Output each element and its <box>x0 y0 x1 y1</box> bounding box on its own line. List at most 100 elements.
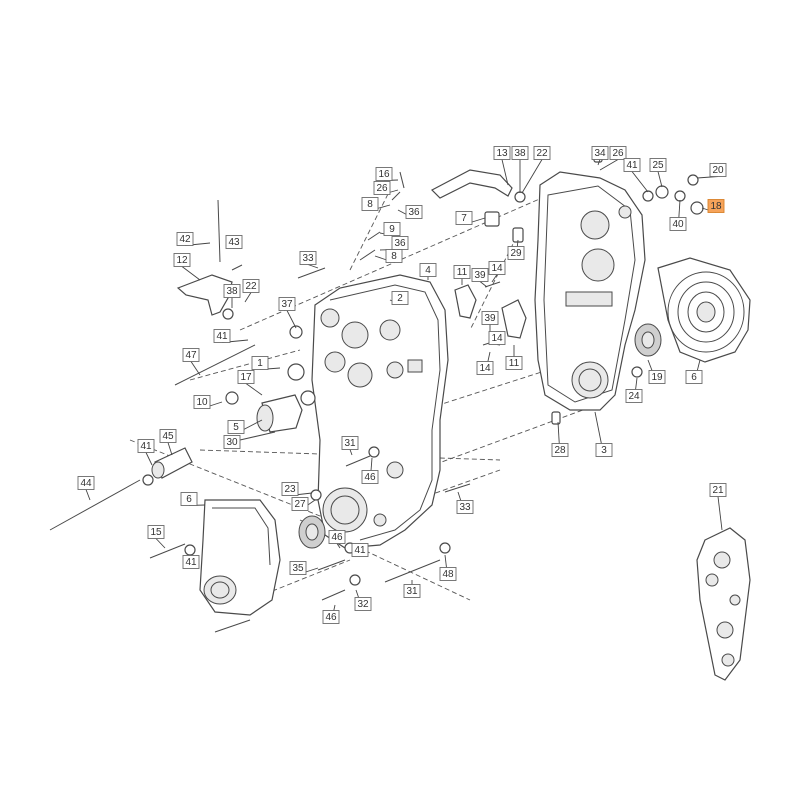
callout-17[interactable]: 17 <box>237 370 255 384</box>
callout-2[interactable]: 2 <box>391 291 409 305</box>
callout-22[interactable]: 22 <box>242 279 260 293</box>
callout-box <box>213 329 231 343</box>
callout-19[interactable]: 19 <box>648 370 666 384</box>
callout-14[interactable]: 14 <box>488 331 506 345</box>
callout-box <box>648 370 666 384</box>
callout-38[interactable]: 38 <box>511 146 529 160</box>
callout-41[interactable]: 41 <box>182 555 200 569</box>
callout-box <box>341 436 359 450</box>
callout-11[interactable]: 11 <box>505 356 523 370</box>
callout-number: 45 <box>162 431 174 442</box>
callout-33[interactable]: 33 <box>456 500 474 514</box>
callout-8[interactable]: 8 <box>385 249 403 263</box>
callout-20[interactable]: 20 <box>709 163 727 177</box>
callout-box <box>223 284 241 298</box>
callout-4[interactable]: 4 <box>419 263 437 277</box>
callout-leader-46 <box>336 543 341 549</box>
callout-13[interactable]: 13 <box>493 146 511 160</box>
callout-box <box>591 146 609 160</box>
callout-39[interactable]: 39 <box>481 311 499 325</box>
callout-leader-41 <box>631 171 649 193</box>
callout-number: 15 <box>150 527 162 538</box>
callout-23[interactable]: 23 <box>281 482 299 496</box>
callout-12[interactable]: 12 <box>173 253 191 267</box>
callout-box <box>373 181 391 195</box>
callout-43[interactable]: 43 <box>225 235 243 249</box>
callout-32[interactable]: 32 <box>354 597 372 611</box>
callout-31[interactable]: 31 <box>341 436 359 450</box>
callout-41[interactable]: 41 <box>137 439 155 453</box>
callout-21[interactable]: 21 <box>709 483 727 497</box>
callout-14[interactable]: 14 <box>476 361 494 375</box>
callout-number: 35 <box>292 563 304 574</box>
callout-33[interactable]: 33 <box>299 251 317 265</box>
callout-36[interactable]: 36 <box>391 236 409 250</box>
callout-box <box>385 249 403 263</box>
callout-39[interactable]: 39 <box>471 268 489 282</box>
callout-41[interactable]: 41 <box>623 158 641 172</box>
callout-5[interactable]: 5 <box>227 420 245 434</box>
callout-28[interactable]: 28 <box>551 443 569 457</box>
callout-leader-41 <box>145 452 153 466</box>
callout-26[interactable]: 26 <box>609 146 627 160</box>
callout-14[interactable]: 14 <box>488 261 506 275</box>
callout-11[interactable]: 11 <box>453 265 471 279</box>
callout-number: 21 <box>712 485 724 496</box>
callout-number: 39 <box>484 313 496 324</box>
callout-number: 38 <box>514 148 526 159</box>
callout-box <box>299 251 317 265</box>
callout-31[interactable]: 31 <box>403 584 421 598</box>
callout-number: 31 <box>344 438 356 449</box>
callout-25[interactable]: 25 <box>649 158 667 172</box>
callout-leader-12 <box>181 266 201 281</box>
callout-40[interactable]: 40 <box>669 217 687 231</box>
callout-16[interactable]: 16 <box>375 167 393 181</box>
callout-15[interactable]: 15 <box>147 525 165 539</box>
callout-box <box>511 146 529 160</box>
callout-35[interactable]: 35 <box>289 561 307 575</box>
callout-46[interactable]: 46 <box>328 530 346 544</box>
callout-47[interactable]: 47 <box>182 348 200 362</box>
callout-38[interactable]: 38 <box>223 284 241 298</box>
callout-44[interactable]: 44 <box>77 476 95 490</box>
callout-box <box>488 331 506 345</box>
callout-26[interactable]: 26 <box>373 181 391 195</box>
callout-box <box>137 439 155 453</box>
callout-46[interactable]: 46 <box>322 610 340 624</box>
callout-6[interactable]: 6 <box>685 370 703 384</box>
callout-6[interactable]: 6 <box>180 492 198 506</box>
callout-18[interactable]: 18 <box>707 199 725 213</box>
callout-29[interactable]: 29 <box>507 246 525 260</box>
callout-3[interactable]: 3 <box>595 443 613 457</box>
callout-46[interactable]: 46 <box>361 470 379 484</box>
callout-box <box>481 311 499 325</box>
callout-41[interactable]: 41 <box>351 543 369 557</box>
callout-22[interactable]: 22 <box>533 146 551 160</box>
callout-leader-37 <box>286 310 297 329</box>
callout-10[interactable]: 10 <box>193 395 211 409</box>
callout-34[interactable]: 34 <box>591 146 609 160</box>
callout-number: 40 <box>672 219 684 230</box>
callout-48[interactable]: 48 <box>439 567 457 581</box>
callout-number: 43 <box>228 237 240 248</box>
callout-36[interactable]: 36 <box>405 205 423 219</box>
callout-number: 9 <box>389 224 395 235</box>
callout-number: 4 <box>425 265 431 276</box>
callout-number: 24 <box>628 391 640 402</box>
callout-1[interactable]: 1 <box>251 356 269 370</box>
callout-24[interactable]: 24 <box>625 389 643 403</box>
callout-8[interactable]: 8 <box>361 197 379 211</box>
callout-box <box>77 476 95 490</box>
small-parts <box>142 151 704 586</box>
callout-7[interactable]: 7 <box>455 211 473 225</box>
callout-number: 16 <box>378 169 390 180</box>
callout-9[interactable]: 9 <box>383 222 401 236</box>
callout-42[interactable]: 42 <box>176 232 194 246</box>
callout-27[interactable]: 27 <box>291 497 309 511</box>
callout-37[interactable]: 37 <box>278 297 296 311</box>
callout-30[interactable]: 30 <box>223 435 241 449</box>
callout-leader-15 <box>155 538 166 549</box>
callout-box <box>159 429 177 443</box>
callout-41[interactable]: 41 <box>213 329 231 343</box>
callout-45[interactable]: 45 <box>159 429 177 443</box>
